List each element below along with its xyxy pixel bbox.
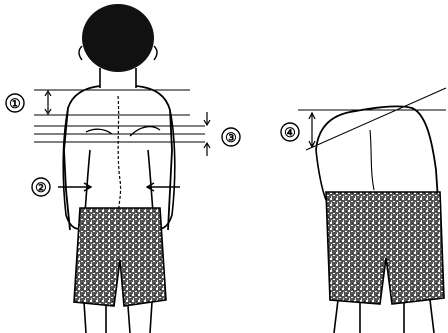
legs xyxy=(84,302,152,333)
marker-4: ④ xyxy=(281,123,299,141)
bending-figure: ④ xyxy=(281,88,446,333)
marker-3-lines xyxy=(34,112,210,156)
marker-3-label: ③ xyxy=(225,131,237,146)
shorts xyxy=(74,208,166,306)
marker-4-label: ④ xyxy=(284,126,296,141)
marker-1: ① xyxy=(6,94,24,112)
standing-figure: ① ② ③ xyxy=(6,4,240,333)
spine xyxy=(118,96,121,212)
hair xyxy=(82,4,154,72)
marker-2-label: ② xyxy=(35,181,47,196)
marker-2-arrows xyxy=(58,183,180,191)
back-outline xyxy=(316,106,438,200)
bending-legs xyxy=(334,300,434,333)
marker-3: ③ xyxy=(222,128,240,146)
bending-shorts xyxy=(326,192,444,304)
marker-1-label: ① xyxy=(9,97,21,112)
marker-2: ② xyxy=(32,178,50,196)
